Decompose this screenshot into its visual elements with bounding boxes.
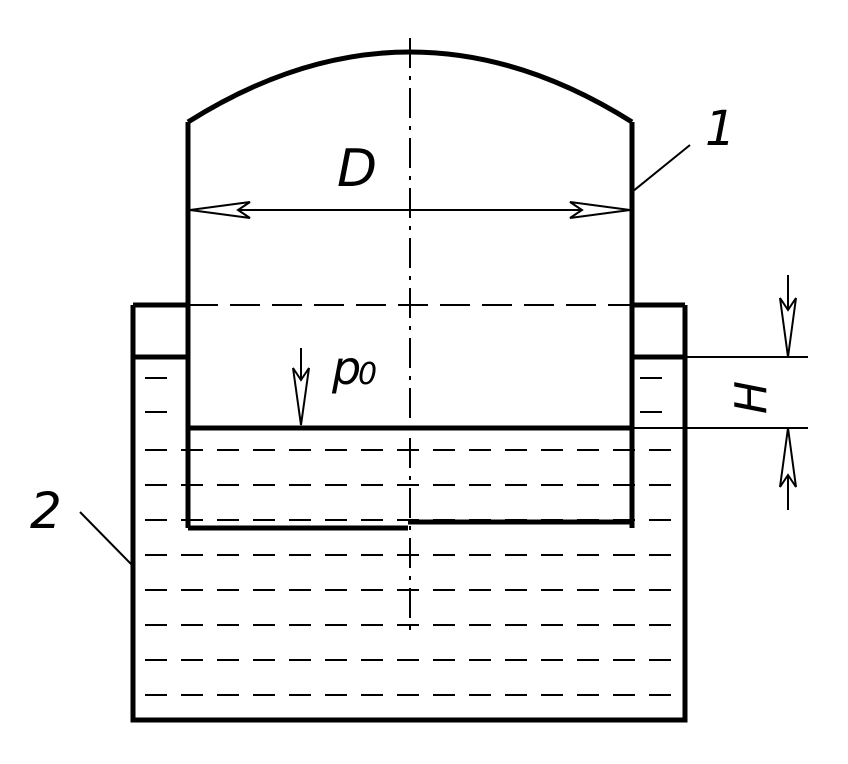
diameter-dimension (189, 201, 631, 219)
pressure-arrow (292, 348, 310, 426)
bell-outline (185, 49, 635, 531)
pressure-subscript: 0 (358, 357, 377, 392)
height-label: H (726, 381, 777, 414)
height-extension-lines (632, 356, 808, 429)
part-1-label: 1 (705, 101, 736, 157)
part-2-label: 2 (30, 482, 62, 540)
part-2-leader (79, 511, 134, 567)
tank-outline (130, 302, 688, 723)
part-1-leader (631, 144, 691, 193)
diameter-label: D (337, 139, 377, 199)
liquid-hatching (145, 377, 675, 696)
pressure-label: p (331, 341, 361, 395)
height-dimension (779, 275, 797, 510)
